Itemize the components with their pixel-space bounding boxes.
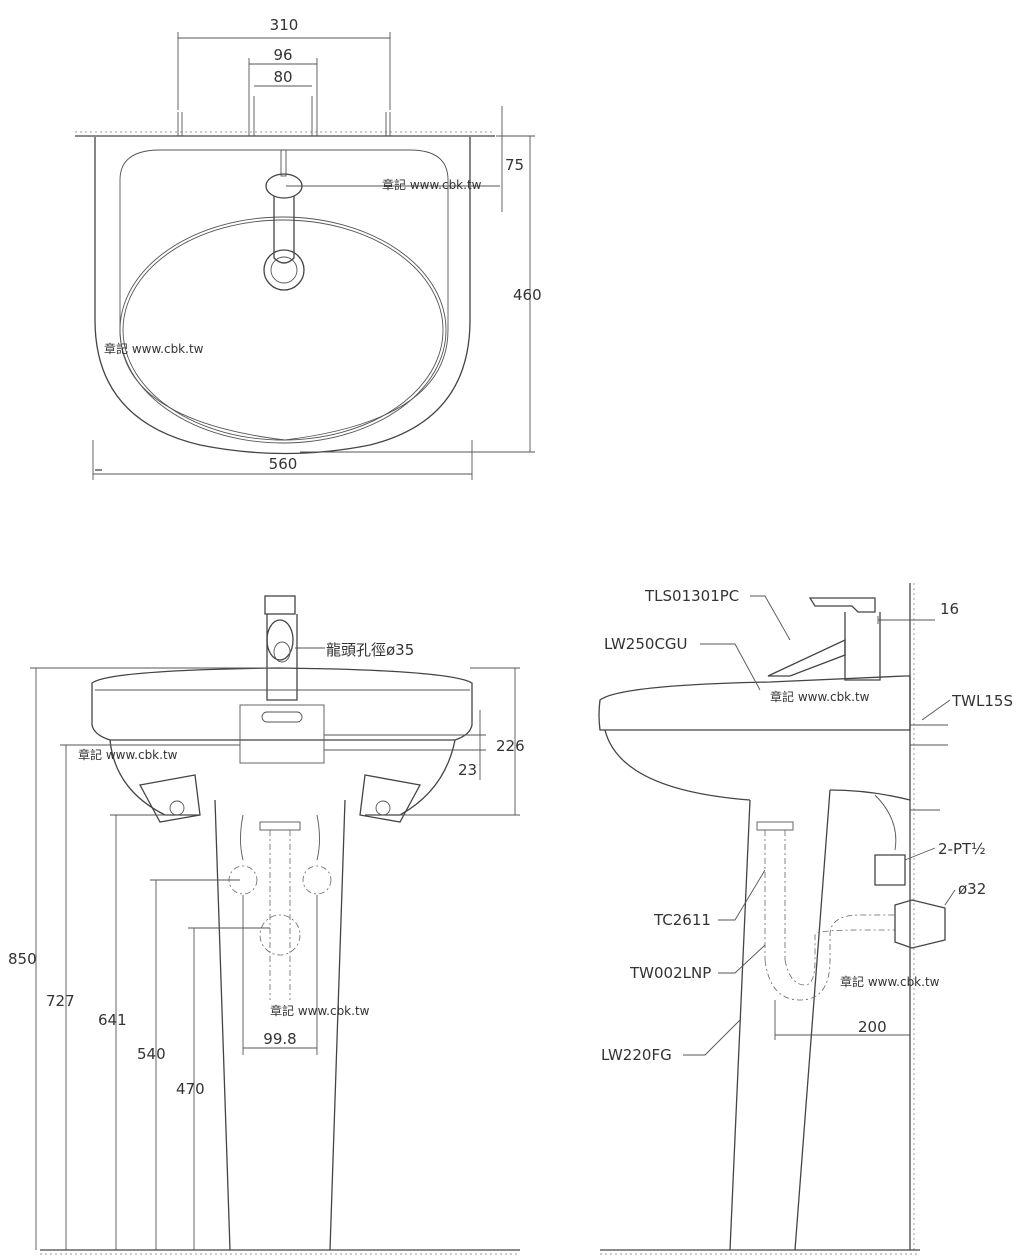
drain-model-label: TC2611 [653,911,711,929]
top-view: 310 96 80 75 460 560 [75,16,542,480]
dim-540: 540 [137,1045,166,1063]
dim-80: 80 [273,68,292,86]
dim-99-8: 99.8 [263,1030,296,1048]
watermark: 章記 www.cbk.tw [770,689,870,704]
dim-727: 727 [46,992,75,1010]
dim-850: 850 [8,950,37,968]
bolt-model: TWL15S [951,692,1013,710]
dim-641: 641 [98,1011,127,1029]
watermark: 章記 www.cbk.tw [104,341,204,356]
basin-model-label: LW250CGU [604,635,688,653]
faucet-hole-label: 龍頭孔徑ø35 [326,641,414,659]
dim-460: 460 [513,286,542,304]
dim-75: 75 [505,156,524,174]
dim-226: 226 [496,737,525,755]
dim-470: 470 [176,1080,205,1098]
trap-model-label: TW002LNP [629,964,711,982]
dim-560: 560 [269,455,298,473]
watermark: 章記 www.cbk.tw [382,177,482,192]
faucet-model-label: TLS01301PC [644,587,739,605]
watermark: 章記 www.cbk.tw [270,1003,370,1018]
watermark: 章記 www.cbk.tw [78,747,178,762]
dim-200: 200 [858,1018,887,1036]
front-view: 龍頭孔徑ø35 226 23 [8,595,525,1255]
dim-96: 96 [273,46,292,64]
pedestal-model-label: LW220FG [601,1046,672,1064]
watermark: 章記 www.cbk.tw [840,974,940,989]
supply-label: 2-PT½ [938,840,986,858]
dim-23: 23 [458,761,477,779]
side-view: 16 ø32 2-PT½ TWL15S 200 [598,583,1013,1255]
pipe-diameter: ø32 [958,880,986,898]
dim-16: 16 [940,600,959,618]
dim-310: 310 [270,16,299,34]
